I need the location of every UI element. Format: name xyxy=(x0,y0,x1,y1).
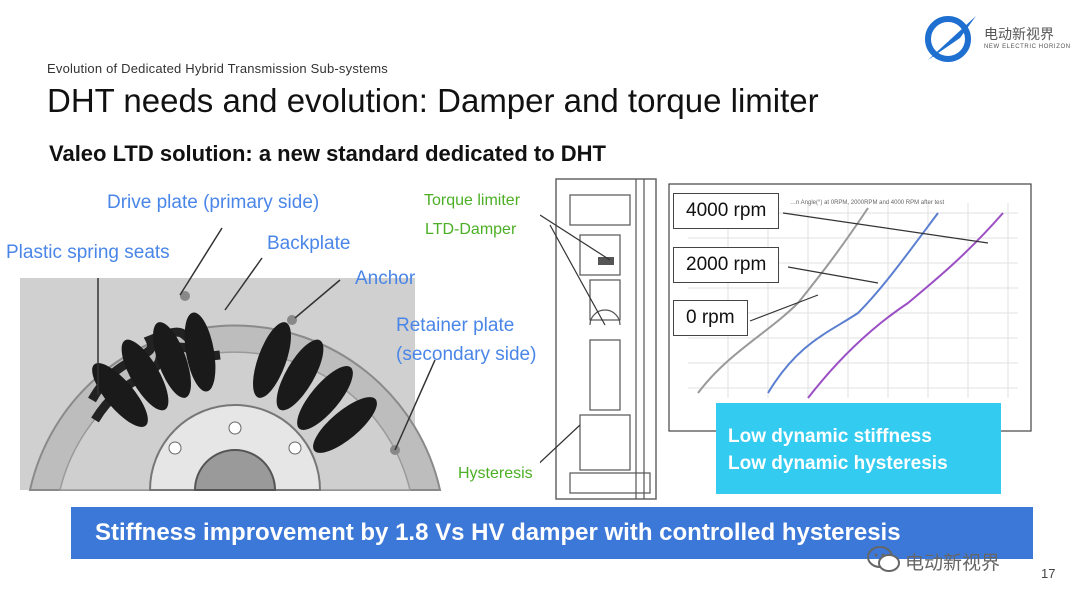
brand-name: 电动新视界 xyxy=(984,26,1054,42)
label-secondary-side: (secondary side) xyxy=(396,344,537,365)
note-stiffness: Low dynamic stiffness xyxy=(728,426,932,447)
rpm-2000-box: 2000 rpm xyxy=(673,247,780,283)
label-backplate: Backplate xyxy=(267,233,351,254)
section-heading: Valeo LTD solution: a new standard dedic… xyxy=(49,141,606,166)
ltd-cross-section xyxy=(540,178,657,500)
slide-title: DHT needs and evolution: Damper and torq… xyxy=(47,82,819,119)
watermark-text: 电动新视界 xyxy=(905,553,1001,574)
rpm-4000-box: 4000 rpm xyxy=(673,193,780,229)
label-drive-plate: Drive plate (primary side) xyxy=(107,192,320,213)
dynamic-note-box: Low dynamic stiffness Low dynamic hyster… xyxy=(716,403,1001,494)
label-retainer-plate: Retainer plate xyxy=(396,315,515,336)
page-number: 17 xyxy=(1041,566,1056,581)
wechat-icon xyxy=(867,546,900,572)
graph-caption: …n Angle(°) at 0RPM, 2000RPM and 4000 RP… xyxy=(790,200,945,206)
label-anchor: Anchor xyxy=(355,268,416,289)
brand-tagline: NEW ELECTRIC HORIZON xyxy=(984,44,1071,50)
slide-subtitle: Evolution of Dedicated Hybrid Transmissi… xyxy=(47,61,388,76)
label-hysteresis: Hysteresis xyxy=(458,465,533,482)
label-plastic-spring-seats: Plastic spring seats xyxy=(6,242,170,263)
conclusion-banner: Stiffness improvement by 1.8 Vs HV dampe… xyxy=(71,507,1033,559)
brand-logo-icon xyxy=(925,16,976,62)
damper-illustration xyxy=(20,227,442,491)
note-hysteresis: Low dynamic hysteresis xyxy=(728,453,948,474)
label-torque-limiter: Torque limiter xyxy=(424,192,521,209)
rpm-0-box: 0 rpm xyxy=(673,300,748,336)
label-ltd-damper: LTD-Damper xyxy=(425,221,517,238)
